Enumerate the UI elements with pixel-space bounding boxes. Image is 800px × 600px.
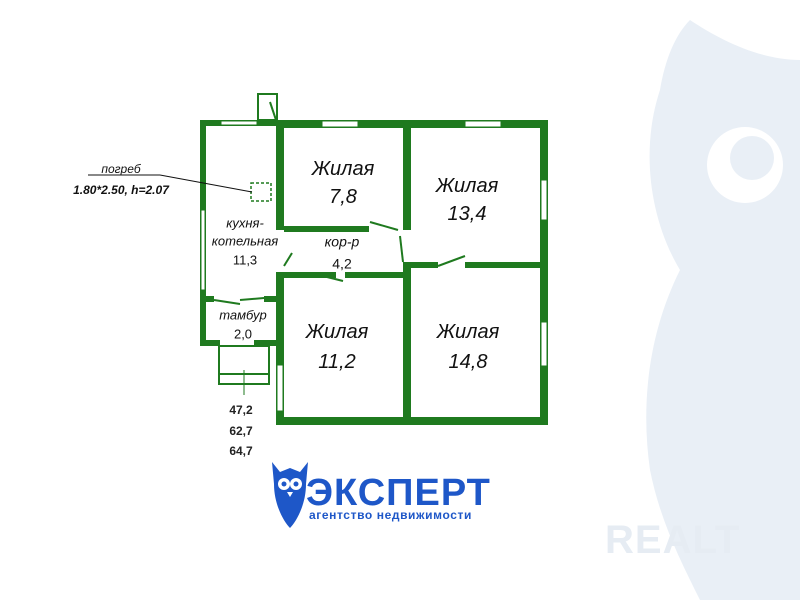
cellar-dimensions: 1.80*2.50, h=2.07: [73, 183, 169, 197]
room-name-living-4: Жилая: [436, 321, 500, 343]
total-area-full: 64,7: [229, 444, 253, 458]
room-area-living-3: 11,2: [318, 351, 356, 373]
door-swings: [213, 101, 466, 305]
cellar-label: погреб: [101, 162, 141, 176]
room-name-living-2: Жилая: [435, 175, 499, 197]
room-name-vestibule: тамбур: [219, 307, 267, 323]
room-name-living-3: Жилая: [305, 321, 369, 343]
porch: [218, 345, 270, 395]
room-name-kitchen-line1: кухня-: [226, 215, 264, 231]
walls: [200, 120, 548, 425]
owl-logo-icon: [272, 462, 308, 528]
room-area-vestibule: 2,0: [233, 326, 253, 342]
total-area-living: 47,2: [229, 403, 253, 417]
brand-name: ЭКСПЕРТ: [306, 472, 491, 514]
room-name-living-1: Жилая: [311, 158, 375, 180]
windows: [200, 120, 548, 412]
room-area-living-4: 14,8: [448, 351, 488, 373]
room-area-living-2: 13,4: [447, 203, 487, 225]
room-name-corridor: кор-р: [324, 233, 360, 250]
cellar-icon: [250, 182, 272, 202]
total-area-general: 62,7: [229, 424, 253, 438]
room-area-corridor: 4,2: [332, 255, 352, 272]
cellar-leader: [88, 174, 253, 193]
watermark-text: REALT: [605, 518, 741, 562]
room-area-kitchen: 11,3: [232, 252, 258, 268]
owl-watermark-icon: [646, 20, 800, 600]
brand-subtitle: агентство недвижимости: [309, 508, 472, 522]
room-name-kitchen-line2: котельная: [211, 233, 279, 249]
chimney-icon: [257, 93, 278, 121]
room-area-living-1: 7,8: [329, 186, 357, 208]
